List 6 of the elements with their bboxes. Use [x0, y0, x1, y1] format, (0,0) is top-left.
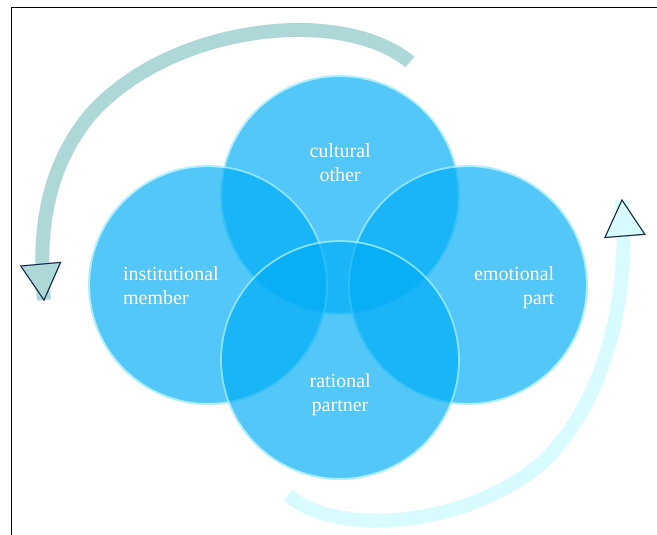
circle-label: cultural other: [308, 139, 372, 187]
circle-label: emotional part: [473, 262, 554, 310]
circle-label: institutional member: [123, 262, 220, 310]
circle-label: rational partner: [308, 369, 372, 417]
curved-arrow: [284, 199, 645, 528]
curved-arrow: [20, 23, 414, 301]
